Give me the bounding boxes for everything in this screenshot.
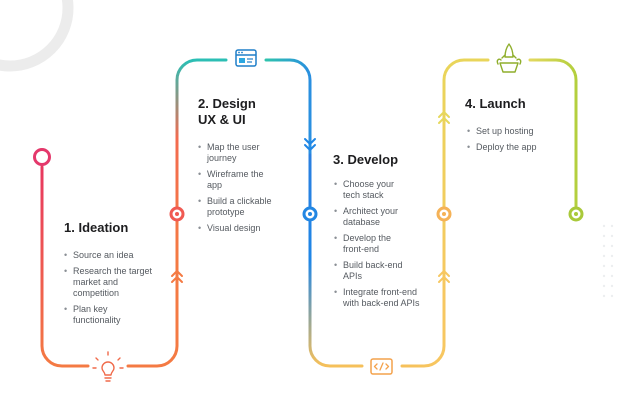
list-item: Build a clickable prototype (197, 196, 293, 218)
stage-title-design-line1: 2. Design (198, 96, 256, 111)
list-item: Source an idea (63, 250, 173, 261)
list-item: Deploy the app (466, 142, 566, 153)
stage-list-launch: Set up hosting Deploy the app (466, 126, 566, 158)
milestone-node-launch-dot (442, 212, 446, 216)
stage-list-ideation: Source an idea Research the target marke… (63, 250, 173, 331)
path-segment-launch-up (442, 58, 490, 302)
list-item: Map the user journey (197, 142, 279, 164)
path-segment-design-top (264, 58, 312, 157)
path-segment-ideation-down (40, 165, 90, 368)
lightbulb-icon (92, 351, 124, 382)
stage-title-design: 2. Design UX & UI (198, 96, 256, 128)
list-item: Visual design (197, 223, 293, 234)
code-icon (370, 358, 393, 375)
decorative-dot-grid (602, 224, 614, 298)
chevron-up-icon (438, 270, 450, 283)
milestone-node-develop-dot (308, 212, 312, 216)
rocket-launch-icon (496, 43, 522, 73)
list-item: Integrate front-end with back-end APIs (333, 287, 427, 309)
path-segment-develop-bottom (400, 298, 446, 368)
end-node-dot (574, 212, 578, 216)
path-segment-ideation-bottom (126, 254, 179, 368)
stage-title-design-line2: UX & UI (198, 112, 246, 127)
path-segment-develop-down (308, 153, 364, 368)
list-item: Develop the front-end (333, 233, 413, 255)
list-item: Architect your database (333, 206, 419, 228)
list-item: Set up hosting (466, 126, 566, 137)
list-item: Plan key functionality (63, 304, 143, 326)
milestone-node-design-dot (175, 212, 179, 216)
list-item: Choose your tech stack (333, 179, 411, 201)
stage-list-develop: Choose your tech stack Architect your da… (333, 179, 427, 314)
list-item: Build back-end APIs (333, 260, 415, 282)
path-segment-design-up (175, 58, 228, 258)
stage-title-launch: 4. Launch (465, 96, 526, 111)
list-item: Research the target market and competiti… (63, 266, 159, 299)
chevron-up-icon (171, 270, 183, 283)
chevron-down-icon (304, 138, 316, 151)
start-pin-icon (33, 148, 51, 166)
stage-title-ideation: 1. Ideation (64, 220, 129, 235)
path-segment-launch-top (528, 58, 578, 208)
decorative-ring (0, 0, 74, 72)
stage-title-develop: 3. Develop (333, 152, 399, 167)
stage-list-design: Map the user journey Wireframe the app B… (197, 142, 293, 239)
browser-window-icon (235, 49, 257, 67)
list-item: Wireframe the app (197, 169, 279, 191)
chevron-up-icon (438, 111, 450, 124)
